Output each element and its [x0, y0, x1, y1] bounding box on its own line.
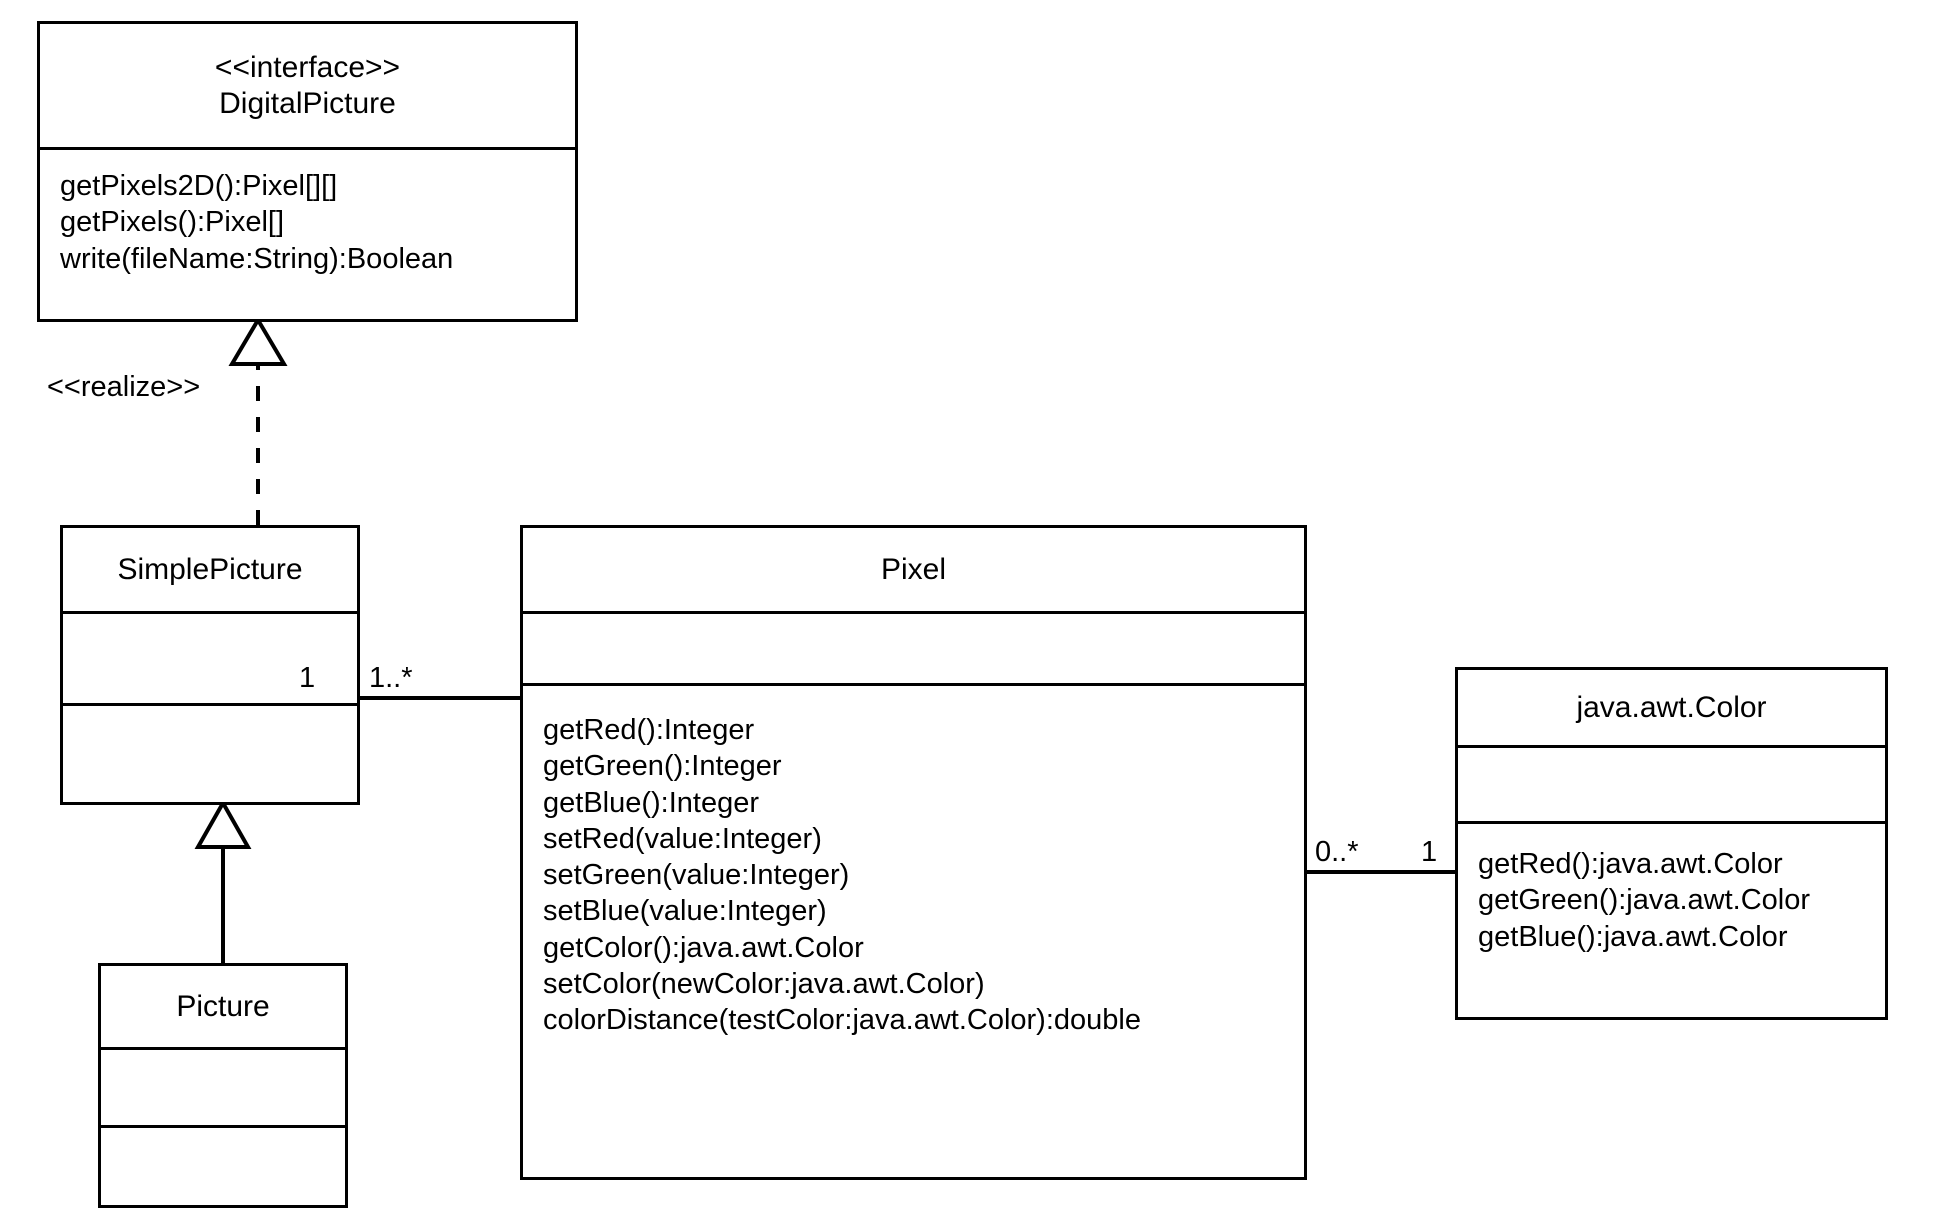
multiplicity-pixel-color-target: 1: [1421, 836, 1438, 868]
realize-stereotype-label: <<realize>>: [47, 371, 201, 403]
class-name-pixel: Pixel: [880, 552, 947, 586]
class-box-simple-picture[interactable]: SimplePicture: [60, 525, 360, 805]
class-attributes-simple-picture: [63, 611, 357, 703]
operation-row: getPixels():Pixel[]: [60, 206, 285, 239]
class-box-picture[interactable]: Picture: [98, 963, 348, 1208]
operation-row: write(fileName:String):Boolean: [60, 242, 454, 275]
class-header-simple-picture: SimplePicture: [63, 528, 357, 611]
operation-row: setColor(newColor:java.awt.Color): [543, 967, 985, 1000]
class-operations-pixel: getRed():Integer getGreen():Integer getB…: [523, 683, 1304, 1177]
class-operations-picture: [101, 1125, 345, 1205]
class-box-pixel[interactable]: Pixel getRed():Integer getGreen():Intege…: [520, 525, 1307, 1180]
class-attributes-java-awt-color: [1458, 745, 1885, 821]
class-attributes-picture: [101, 1047, 345, 1125]
class-box-java-awt-color[interactable]: java.awt.Color getRed():java.awt.Color g…: [1455, 667, 1888, 1020]
class-header-digital-picture: <<interface>> DigitalPicture: [40, 24, 575, 147]
class-box-digital-picture[interactable]: <<interface>> DigitalPicture getPixels2D…: [37, 21, 578, 322]
operation-row: setBlue(value:Integer): [543, 895, 827, 928]
operation-row: setRed(value:Integer): [543, 822, 822, 855]
operation-row: colorDistance(testColor:java.awt.Color):…: [543, 1004, 1141, 1036]
class-stereotype-digital-picture: <<interface>>: [214, 51, 401, 85]
class-attributes-pixel: [523, 611, 1304, 683]
realize-connector: [228, 316, 288, 525]
class-name-picture: Picture: [176, 989, 270, 1023]
class-header-pixel: Pixel: [523, 528, 1304, 611]
class-header-java-awt-color: java.awt.Color: [1458, 670, 1885, 745]
class-operations-java-awt-color: getRed():java.awt.Color getGreen():java.…: [1458, 821, 1885, 1017]
realize-hollow-triangle-arrowhead: [228, 316, 288, 366]
class-name-simple-picture: SimplePicture: [117, 552, 303, 586]
operation-row: getBlue():Integer: [543, 786, 760, 819]
operation-row: getPixels2D():Pixel[][]: [60, 170, 338, 202]
multiplicity-simplepicture-side: 1: [299, 662, 316, 694]
multiplicity-pixel-side: 1..*: [369, 662, 413, 694]
operation-row: getGreen():Integer: [543, 750, 782, 783]
operation-row: getRed():Integer: [543, 714, 755, 746]
class-header-picture: Picture: [101, 966, 345, 1047]
operation-row: getColor():java.awt.Color: [543, 931, 864, 964]
multiplicity-pixel-color-source: 0..*: [1315, 836, 1359, 868]
operation-row: setGreen(value:Integer): [543, 859, 850, 891]
class-operations-digital-picture: getPixels2D():Pixel[][] getPixels():Pixe…: [40, 147, 575, 319]
class-operations-simple-picture: [63, 703, 357, 802]
class-name-digital-picture: DigitalPicture: [219, 86, 396, 120]
generalization-connector: [194, 798, 252, 963]
class-name-java-awt-color: java.awt.Color: [1576, 690, 1767, 724]
generalization-hollow-triangle-arrowhead: [194, 798, 252, 849]
operation-row: getGreen():java.awt.Color: [1478, 884, 1811, 917]
operation-row: getRed():java.awt.Color: [1478, 848, 1783, 880]
operation-row: getBlue():java.awt.Color: [1478, 920, 1788, 953]
